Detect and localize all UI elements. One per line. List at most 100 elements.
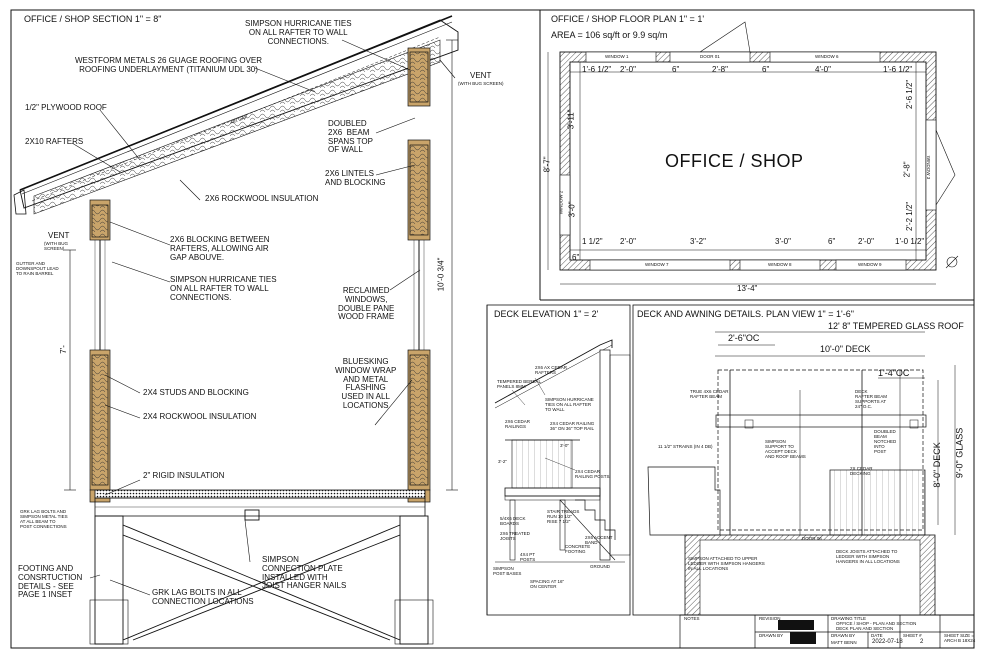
plan-left-dim: 3'-11": [566, 109, 576, 130]
plan-room-name: OFFICE / SHOP: [665, 151, 804, 171]
plan-window-tag: WINDOW 1: [605, 54, 629, 59]
plan-window-tag: WINDOW 7: [645, 262, 669, 267]
deck-elev-note: CONCRETE FOOTING: [565, 544, 591, 554]
plan-bottom-dim: 2'-0": [620, 237, 636, 246]
section-leaders: [71, 39, 456, 596]
right-wall: [407, 47, 431, 503]
plan-bottom-dim: 3'-0": [775, 237, 791, 246]
deck-plan-drawing: [647, 331, 956, 616]
plan-right-dim: 2'-8": [902, 161, 912, 178]
plan-left-dim: 3'-0": [567, 201, 577, 218]
plan-bottom-dim: 2'-0": [858, 237, 874, 246]
roof-insulation: [33, 39, 441, 215]
plan-window-tag: WINDOW 2: [558, 190, 564, 215]
label-rigid: 2" RIGID INSULATION: [143, 471, 225, 480]
deck-plan-note: SIMPSON SUPPORT TO ACCEPT DECK AND ROOF …: [765, 439, 806, 459]
plan-bottom-dim: 6": [828, 237, 836, 246]
label-grk-small: GRK LAG BOLTS AND SIMPSON METAL TIES AT …: [20, 509, 68, 529]
deck-elev-note: STAIR TREADS RUN 10 1/2" RISE 7 1/2": [547, 509, 580, 524]
label-roofing: WESTFORM METALS 26 GUAGE ROOFING OVER RO…: [75, 56, 262, 74]
plan-bottom-dim: 3'-2": [690, 237, 706, 246]
plan-door-tag: DOOR 01: [700, 54, 720, 59]
plan-top-dim: 2'-0": [620, 65, 636, 74]
tb-scale-note: Sheet size = ARCH B 18x24: [944, 633, 976, 643]
section-title: OFFICE / SHOP SECTION 1" = 8": [24, 14, 162, 24]
label-connection-plate: SIMPSON CONNECTION PLATE INSTALLED WITH …: [262, 555, 347, 591]
plan-top-dim: 6": [762, 65, 770, 74]
plan-top-dim: 4'-0": [815, 65, 831, 74]
north-arrow-icon: [945, 255, 959, 269]
deck-plan-note: TRUE 4X6 CEDAR RAFTER BEAM: [690, 389, 729, 399]
plan-top-dim: 6": [672, 65, 680, 74]
deck-plan-deck-width: 10'-0" DECK: [820, 344, 871, 354]
label-wrap: BLUESKING WINDOW WRAP AND METAL FLASHING…: [335, 357, 397, 410]
deck-elev-note: 5/4X6 DECK BOARDS: [500, 516, 526, 526]
tb-date: 2022-07-18: [872, 639, 903, 645]
tb-drawn-by-label-2: DRAWN BY: [831, 633, 856, 638]
deck-elev-note: 2X6 AX CEDAR RAFTERS: [535, 365, 568, 375]
redaction-block-2: [790, 632, 816, 644]
plan-right-dim: 2'-2 1/2": [905, 201, 915, 232]
deck-elev-dim: 3'-2": [498, 459, 507, 464]
deck-plan-note: SIMPSON ATTACHED TO UPPER LEDGER WITH SI…: [688, 556, 765, 571]
label-ties-top: SIMPSON HURRICANE TIES ON ALL RAFTER TO …: [245, 19, 352, 46]
plan-top-dim: 2'-8": [712, 65, 728, 74]
deck-elev-note: SIMPSON HURRICANE TIES ON ALL RAFTER TO …: [545, 397, 594, 412]
deck-elev-note: GROUND: [590, 564, 610, 569]
label-ties-mid: SIMPSON HURRICANE TIES ON ALL RAFTER TO …: [170, 275, 277, 302]
redaction-block-1: [778, 620, 814, 630]
label-blocking: 2x6 BLOCKING BETWEEN RAFTERS, ALLOWING A…: [170, 235, 270, 262]
deck-elev-note: SIMPSON POST BASES: [493, 566, 522, 576]
tb-sheet-number: 2: [920, 639, 924, 645]
deck-elevation-drawing: [494, 339, 631, 563]
deck-plan-deck-depth: 8'-0" DECK: [931, 442, 942, 488]
deck-plan-note: DOUBLED BEAM NOTCHED INTO POST: [874, 429, 897, 454]
deck-plan-glass-depth: 9'-0" GLASS: [954, 427, 965, 479]
left-wall: [89, 199, 111, 503]
title-block: [679, 614, 975, 649]
plan-top-dim: 1'-6 1/2": [883, 65, 913, 74]
label-gutter: GUTTER AND DOWNSPOUT LEAD TO RAIN BARREL: [16, 261, 59, 276]
tb-drawn-by: MATT BENN: [831, 640, 857, 645]
plan-bottom-dim: 1 1/2": [582, 237, 603, 246]
deck-plan-note: 11 1/2" STRAINS (IN 4 DB): [658, 444, 713, 449]
height-dimension: [64, 39, 458, 491]
sheet-frame: [10, 9, 975, 649]
label-vent-left-sub: (WITH BUG SCREEN): [44, 241, 68, 251]
deck-elev-note: TEMPERED BEREAL PANELS 8mm: [497, 379, 542, 389]
label-vent-right-sub: (WITH BUG SCREEN): [458, 81, 504, 86]
deck-plan-note: DECK JOISTS ATTACHED TO LEDGER WITH SIMP…: [836, 549, 900, 564]
label-studs: 2X4 STUDS AND BLOCKING: [143, 388, 249, 397]
label-rockwool-roof: 2X6 ROCKWOOL INSULATION: [205, 194, 319, 203]
plan-small-dim: 6": [572, 253, 580, 262]
deck-plan-title: DECK AND AWNING DETAILS. PLAN VIEW 1" = …: [637, 309, 854, 319]
plan-window-tag: WINDOW 3: [926, 155, 932, 180]
deck-plan-oc2: 1'-4"OC: [878, 368, 910, 378]
deck-plan-door-tag: DOOR 06: [802, 536, 822, 541]
deck-elev-note: 2X4 CEDAR RAILING 36" ON 36" TOP RAIL: [550, 421, 595, 431]
deck-plan-note: DECK RAFTER BEAM SUPPORTS AT 24" O.C.: [855, 389, 888, 409]
height-dimension-text: 10'-0 3/4": [436, 257, 446, 292]
plan-window-tag: WINDOW 9: [858, 262, 882, 267]
plan-area: AREA = 106 sq/ft or 9.9 sq/m: [551, 30, 668, 40]
label-vent-left: VENT: [48, 231, 70, 240]
deck-plan-oc1: 2'-6"OC: [728, 333, 760, 343]
tb-drawing-title: OFFICE / SHOP - PLAN AND SECTION DECK PL…: [836, 621, 917, 631]
section-drawing: [13, 15, 459, 645]
plan-window-tag: WINDOW 6: [815, 54, 839, 59]
floor-assembly: [94, 489, 426, 517]
deck-plan-note: 2X CEDAR DECKING: [850, 466, 873, 476]
wall-dimension-text: 7'-: [58, 345, 68, 354]
label-lintels: 2X6 LINTELS AND BLOCKING: [325, 169, 386, 187]
plan-top-dim: 1'-6 1/2": [582, 65, 612, 74]
plan-window-tag: WINDOW 8: [768, 262, 792, 267]
label-beam: DOUBLED 2X6 BEAM SPANS TOP OF WALL: [328, 119, 373, 155]
label-grk: GRK LAG BOLTS IN ALL CONNECTION LOCATION…: [152, 588, 254, 606]
deck-elev-note: 2X6 TREATED JOISTS: [500, 531, 530, 541]
deck-elev-note: 4X4 PT POSTS: [520, 552, 536, 562]
gutter: [13, 189, 27, 215]
label-footing: FOOTING AND CONSRTUCTION DETAILS - SEE P…: [18, 564, 83, 600]
label-vent-right: VENT: [470, 71, 492, 80]
tb-date-label: DATE: [871, 633, 883, 638]
